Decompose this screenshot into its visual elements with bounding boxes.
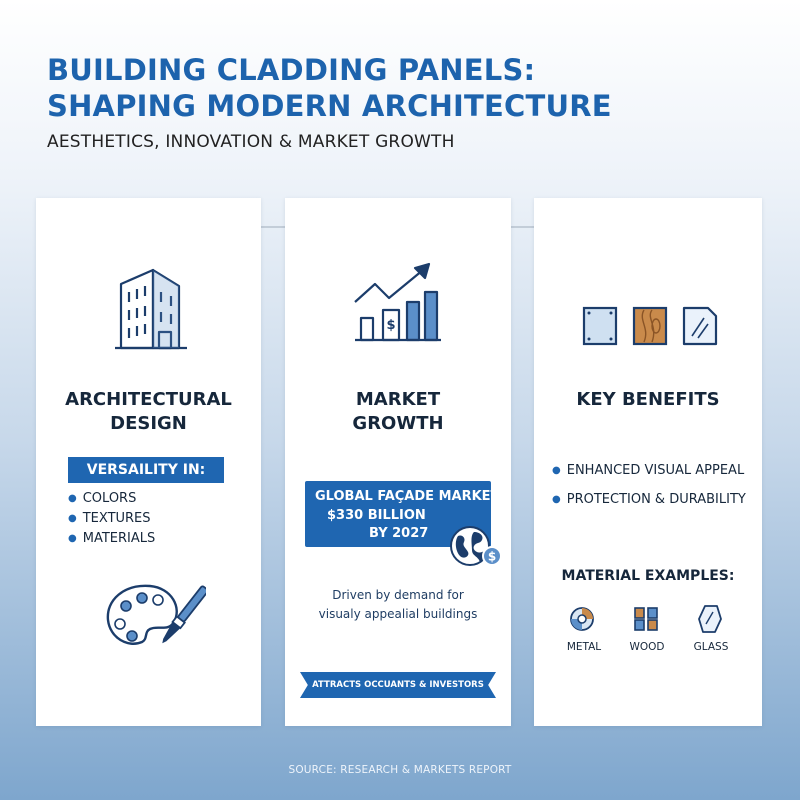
material-label-wood: WOOD <box>629 641 665 653</box>
architectural-design-card: ARCHITECTURAL DESIGN VERSAILITY IN: ●COL… <box>36 198 261 726</box>
list-item-label: TEXTURES <box>82 511 151 526</box>
page-subtitle: AESTHETICS, INNOVATION & MARKET GROWTH <box>47 132 455 152</box>
benefits-list: ●ENHANCED VISUAL APPEAL ●PROTECTION & DU… <box>552 461 746 510</box>
market-box-line-1: GLOBAL FAÇADE MARKET: <box>315 489 504 504</box>
wood-swatch-icon <box>634 607 658 631</box>
source-note: SOURCE: RESEARCH & MARKETS REPORT <box>288 764 512 776</box>
market-size-callout: GLOBAL FAÇADE MARKET: $330 BILLION BY 20… <box>305 481 504 547</box>
list-item-label: MATERIALS <box>82 531 156 546</box>
title-line-1: BUILDING CLADDING PANELS: <box>47 53 536 87</box>
market-growth-heading: MARKET GROWTH <box>285 388 511 436</box>
heading-line: GROWTH <box>352 413 444 434</box>
title-line-2: SHAPING MODERN ARCHITECTURE <box>47 89 612 123</box>
heading-line: ARCHITECTURAL <box>65 389 232 410</box>
key-benefits-heading: KEY BENEFITS <box>576 389 720 410</box>
material-examples-heading: MATERIAL EXAMPLES: <box>561 568 735 584</box>
glass-swatch-icon <box>698 605 722 633</box>
list-item-label: COLORS <box>82 491 137 506</box>
driver-line: Driven by demand for <box>332 588 464 602</box>
list-item: ●PROTECTION & DURABILITY <box>552 492 746 507</box>
material-label-metal: METAL <box>566 641 602 653</box>
wood-panel-icon <box>632 306 668 346</box>
metal-swatch-icon <box>570 607 594 631</box>
architectural-design-heading: ARCHITECTURAL DESIGN <box>36 388 261 436</box>
palette-brush-icon <box>106 584 206 645</box>
heading-line: DESIGN <box>110 413 187 434</box>
list-item-label: ENHANCED VISUAL APPEAL <box>566 463 745 478</box>
versatility-pill: VERSAILITY IN: <box>68 457 224 483</box>
versatility-list: ●COLORS ●TEXTURES ●MATERIALS <box>68 489 155 549</box>
list-item: ●MATERIALS <box>68 531 156 546</box>
key-benefits-card: KEY BENEFITS ●ENHANCED VISUAL APPEAL ●PR… <box>534 198 762 726</box>
list-item-label: PROTECTION & DURABILITY <box>566 492 746 507</box>
driver-line: visualy appealial buildings <box>318 607 478 621</box>
list-item: ●TEXTURES <box>68 511 151 526</box>
globe-dollar-icon: $ <box>450 526 502 566</box>
glass-panel-icon <box>682 306 718 346</box>
list-item: ●ENHANCED VISUAL APPEAL <box>552 463 745 478</box>
growth-chart-icon: $ <box>354 262 441 342</box>
building-icon <box>115 268 187 350</box>
market-box-line-3: BY 2027 <box>369 526 429 541</box>
svg-text:$: $ <box>488 550 496 564</box>
page-title: BUILDING CLADDING PANELS: SHAPING MODERN… <box>47 52 612 124</box>
market-growth-card: $ MARKET GROWTH <box>285 198 511 726</box>
material-label-glass: GLASS <box>693 641 729 653</box>
metal-panel-icon <box>582 306 618 346</box>
investors-ribbon: ATTRACTS OCCUANTS & INVESTORS <box>300 672 496 698</box>
market-driver-text: Driven by demand for visualy appealial b… <box>285 586 511 624</box>
list-item: ●COLORS <box>68 491 137 506</box>
market-box-line-2: $330 BILLION <box>327 508 426 523</box>
heading-line: MARKET <box>355 389 441 410</box>
svg-text:$: $ <box>386 318 395 333</box>
